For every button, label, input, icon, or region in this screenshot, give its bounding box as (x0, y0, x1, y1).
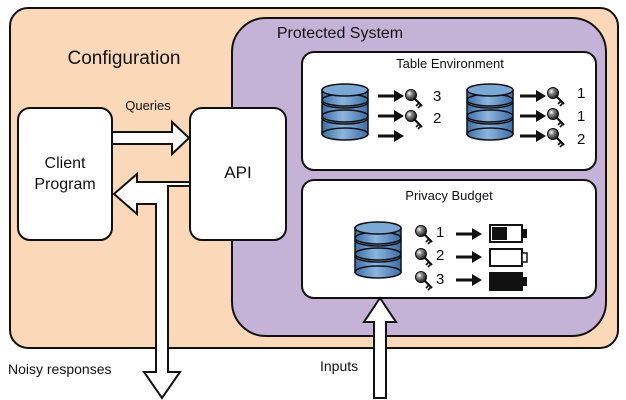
key-count: 1 (577, 108, 585, 125)
database-icon (354, 221, 402, 279)
queries-label: Queries (125, 98, 171, 113)
key-count: 1 (577, 85, 585, 102)
api-label: API (224, 163, 251, 182)
inputs-arrow (362, 296, 398, 399)
table-environment-title: Table Environment (396, 56, 504, 71)
configuration-label: Configuration (67, 48, 180, 69)
protected-system-label: Protected System (277, 25, 403, 42)
database-icon (321, 83, 369, 141)
privacy-budget-title: Privacy Budget (405, 188, 493, 203)
key-count: 2 (433, 110, 441, 127)
key-count: 3 (433, 88, 441, 105)
key-count: 2 (577, 131, 585, 148)
noisy-responses-arrow (112, 171, 191, 400)
client-label-line2: Program (34, 176, 95, 193)
key-count: 2 (436, 247, 444, 264)
queries-arrow (111, 119, 191, 157)
battery-half-icon (489, 224, 527, 243)
table-environment-box (301, 51, 597, 171)
database-icon (466, 83, 514, 141)
noisy-responses-label: Noisy responses (8, 361, 112, 377)
api-box (189, 107, 287, 241)
key-count: 3 (436, 271, 444, 288)
battery-empty-icon (489, 248, 528, 267)
battery-full-icon (489, 272, 527, 291)
client-program-box (17, 107, 113, 241)
key-count: 1 (436, 224, 444, 241)
inputs-label: Inputs (320, 358, 358, 374)
client-label-line1: Client (45, 155, 86, 172)
